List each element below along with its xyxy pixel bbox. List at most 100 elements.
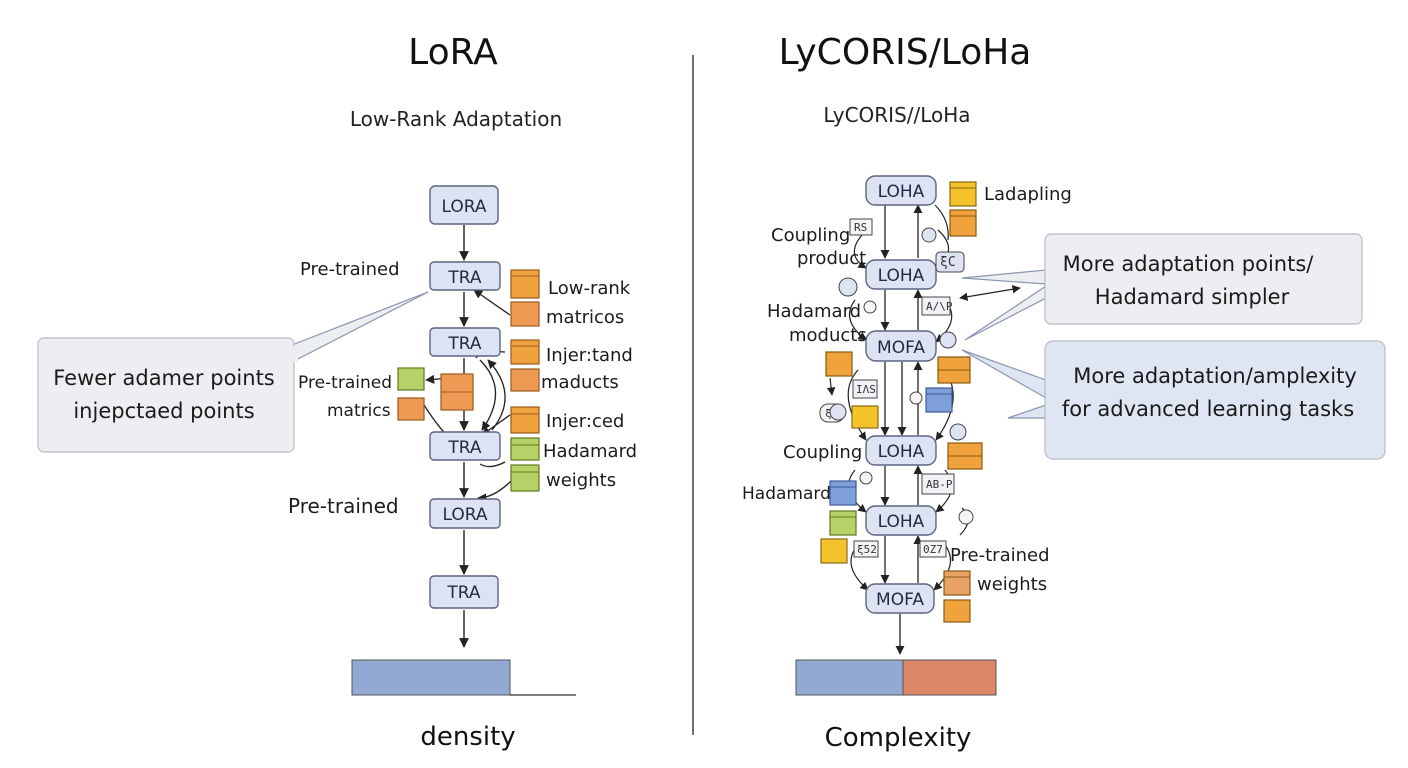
arrow bbox=[477, 477, 515, 503]
label-coupling: Coupling bbox=[783, 442, 862, 463]
svg-text:ξC: ξC bbox=[940, 255, 956, 270]
label-matricos: matricos bbox=[546, 307, 624, 328]
label-ladapling: Ladapling bbox=[984, 184, 1072, 205]
svg-text:IΛS: IΛS bbox=[856, 383, 876, 396]
tra-node: TRA bbox=[429, 327, 501, 357]
svg-text:A/\P: A/\P bbox=[926, 300, 953, 313]
svg-text:LOHA: LOHA bbox=[878, 266, 925, 286]
tra-node: TRA bbox=[429, 261, 501, 291]
label-hadamard: Hadamard bbox=[742, 484, 831, 504]
arrow bbox=[934, 204, 949, 241]
low-rank-matrix bbox=[510, 269, 540, 299]
label-hadamard: Hadamard bbox=[767, 301, 861, 322]
label-maducts: maducts bbox=[541, 372, 619, 393]
glyph-box: ξ52 bbox=[853, 540, 879, 558]
injected-matrix bbox=[510, 368, 540, 392]
mofa-node: MOFA bbox=[865, 583, 935, 614]
arrow bbox=[959, 285, 1021, 301]
glyph-box: RS bbox=[849, 218, 873, 236]
complexity-bar-high bbox=[902, 659, 997, 696]
lora-node: LORA bbox=[429, 498, 501, 529]
connector-node bbox=[958, 509, 974, 525]
label-matrics: matrics bbox=[327, 401, 391, 421]
svg-text:injepctaed points: injepctaed points bbox=[73, 399, 254, 423]
svg-text:LOHA: LOHA bbox=[878, 512, 925, 532]
svg-text:More adaptation points/: More adaptation points/ bbox=[1063, 252, 1315, 276]
tra-node: TRA bbox=[429, 431, 501, 461]
loha-node: LOHA bbox=[865, 259, 937, 290]
connector-node bbox=[939, 331, 957, 349]
arrow bbox=[479, 461, 506, 468]
complexity-bar-low bbox=[795, 659, 904, 696]
connector-node bbox=[838, 277, 858, 297]
label-injected: Injer:ced bbox=[546, 411, 624, 432]
svg-text:0Z7: 0Z7 bbox=[923, 543, 943, 556]
label-pretrained: Pre-trained bbox=[300, 259, 400, 280]
svg-text:AB-P: AB-P bbox=[926, 478, 953, 491]
svg-text:TRA: TRA bbox=[447, 268, 482, 288]
arrow bbox=[826, 377, 836, 396]
lora-node: LORA bbox=[429, 185, 499, 225]
label-injected: Injer:tand bbox=[546, 345, 633, 366]
arrow bbox=[473, 289, 511, 316]
svg-text:TRA: TRA bbox=[447, 438, 482, 458]
svg-text:LOHA: LOHA bbox=[878, 442, 925, 462]
glyph-box: 0Z7 bbox=[919, 540, 947, 558]
svg-text:More adaptation/amplexity: More adaptation/amplexity bbox=[1073, 364, 1357, 388]
tra-node: TRA bbox=[429, 575, 499, 609]
lycoris-callout-complexity: More adaptation/amplexity for advanced l… bbox=[961, 340, 1386, 460]
loha-node: LOHA bbox=[865, 175, 937, 206]
lora-title: LoRA bbox=[408, 32, 498, 73]
low-rank-matrix bbox=[510, 301, 540, 327]
adapter-matrix bbox=[829, 510, 857, 536]
connector-node bbox=[949, 423, 967, 441]
label-pretrained: Pre-trained bbox=[288, 494, 399, 518]
arrow bbox=[847, 369, 867, 441]
label-weights: weights bbox=[546, 470, 616, 491]
adapter-matrix bbox=[851, 405, 879, 429]
density-label: density bbox=[420, 722, 515, 752]
label-hadamard: Hadamard bbox=[543, 441, 637, 462]
svg-text:for advanced learning tasks: for advanced learning tasks bbox=[1062, 397, 1354, 421]
svg-text:RS: RS bbox=[854, 221, 867, 234]
lycoris-callout-adaptation: More adaptation points/ Hadamard simpler bbox=[961, 233, 1363, 341]
label-pretrained: Pre-trained bbox=[950, 545, 1050, 566]
lycoris-subtitle: LyCORIS//LoHa bbox=[823, 103, 970, 127]
label-product: product bbox=[797, 248, 866, 269]
svg-text:MOFA: MOFA bbox=[876, 590, 924, 610]
loha-node: LOHA bbox=[865, 505, 937, 536]
label-low-rank: Low-rank bbox=[548, 278, 631, 299]
svg-text:MOFA: MOFA bbox=[877, 338, 925, 358]
arrow bbox=[853, 234, 867, 269]
density-bar bbox=[351, 659, 511, 696]
hadamard-weight bbox=[510, 437, 540, 461]
glyph-box: AB-P bbox=[921, 473, 955, 495]
lora-callout: Fewer adamer points injepctaed points bbox=[37, 291, 429, 453]
pretrained-matrix bbox=[397, 367, 425, 391]
svg-text:ξ52: ξ52 bbox=[857, 543, 877, 556]
label-weights: weights bbox=[977, 574, 1047, 595]
adapter-matrix bbox=[820, 538, 848, 564]
complexity-label: Complexity bbox=[825, 723, 972, 753]
label-pretrained: Pre-trained bbox=[298, 373, 392, 393]
connector-node bbox=[863, 300, 877, 314]
lora-subtitle: Low-Rank Adaptation bbox=[350, 107, 562, 131]
loha-node: LOHA bbox=[865, 435, 937, 466]
adapter-matrix bbox=[825, 351, 853, 377]
pretrained-matrix bbox=[397, 397, 425, 421]
mofa-node: MOFA bbox=[865, 330, 937, 362]
arrow bbox=[487, 359, 506, 431]
svg-text:LOHA: LOHA bbox=[878, 182, 925, 202]
svg-text:LORA: LORA bbox=[443, 505, 488, 525]
injected-matrix bbox=[510, 406, 540, 434]
arrow bbox=[479, 359, 497, 431]
lycoris-panel: LyCORIS/LoHa LyCORIS//LoHa LOH bbox=[742, 32, 1386, 753]
injected-matrix bbox=[510, 339, 540, 365]
svg-text:LORA: LORA bbox=[442, 197, 487, 217]
label-coupling: Coupling bbox=[771, 225, 850, 246]
lora-panel: LoRA Low-Rank Adaptation LORA TRA TRA bbox=[37, 32, 637, 752]
connector-node bbox=[921, 227, 937, 243]
connector-node bbox=[859, 471, 873, 485]
svg-text:TRA: TRA bbox=[447, 334, 482, 354]
